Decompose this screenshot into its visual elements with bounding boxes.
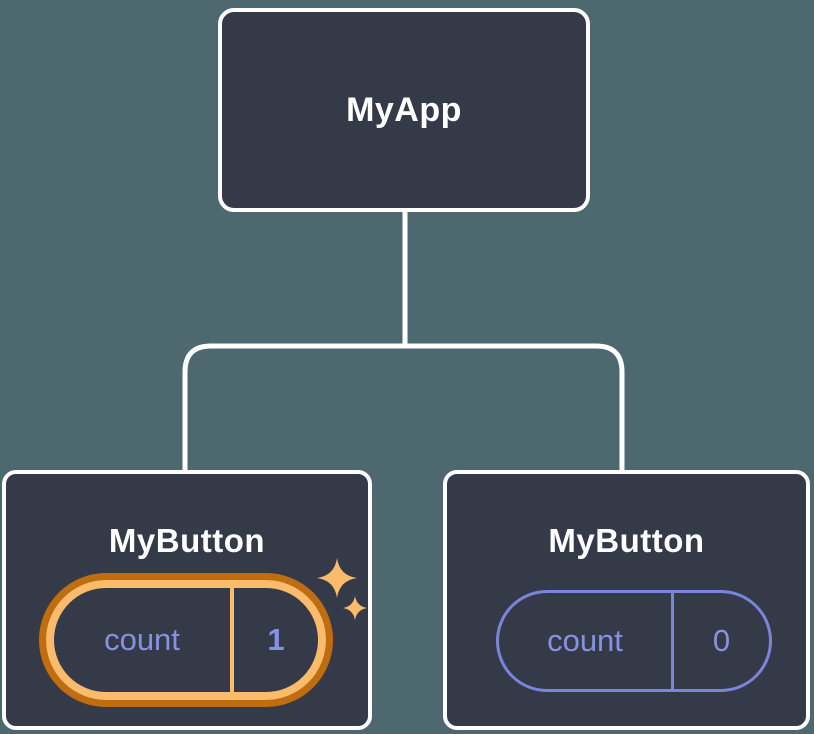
connector-bracket (182, 343, 625, 472)
node-label: MyButton (108, 522, 266, 559)
state-name: count (547, 623, 623, 658)
node-label: MyButton (548, 522, 705, 559)
state-pill: count 0 (496, 590, 772, 692)
node-label: MyApp (346, 90, 462, 129)
state-pill-divider (230, 588, 234, 692)
tree-node-myapp: MyApp (218, 8, 590, 212)
state-name: count (104, 622, 180, 657)
state-pill-highlighted: count 1 (39, 573, 333, 707)
tree-node-mybutton-plain: MyButton count 0 (443, 470, 810, 730)
tree-node-mybutton-highlighted: MyButton count 1 (2, 470, 372, 730)
state-value: 0 (712, 623, 731, 658)
state-pill-divider (671, 593, 674, 689)
state-value: 1 (267, 622, 285, 657)
state-pill-inner-ring: count 1 (46, 580, 326, 700)
